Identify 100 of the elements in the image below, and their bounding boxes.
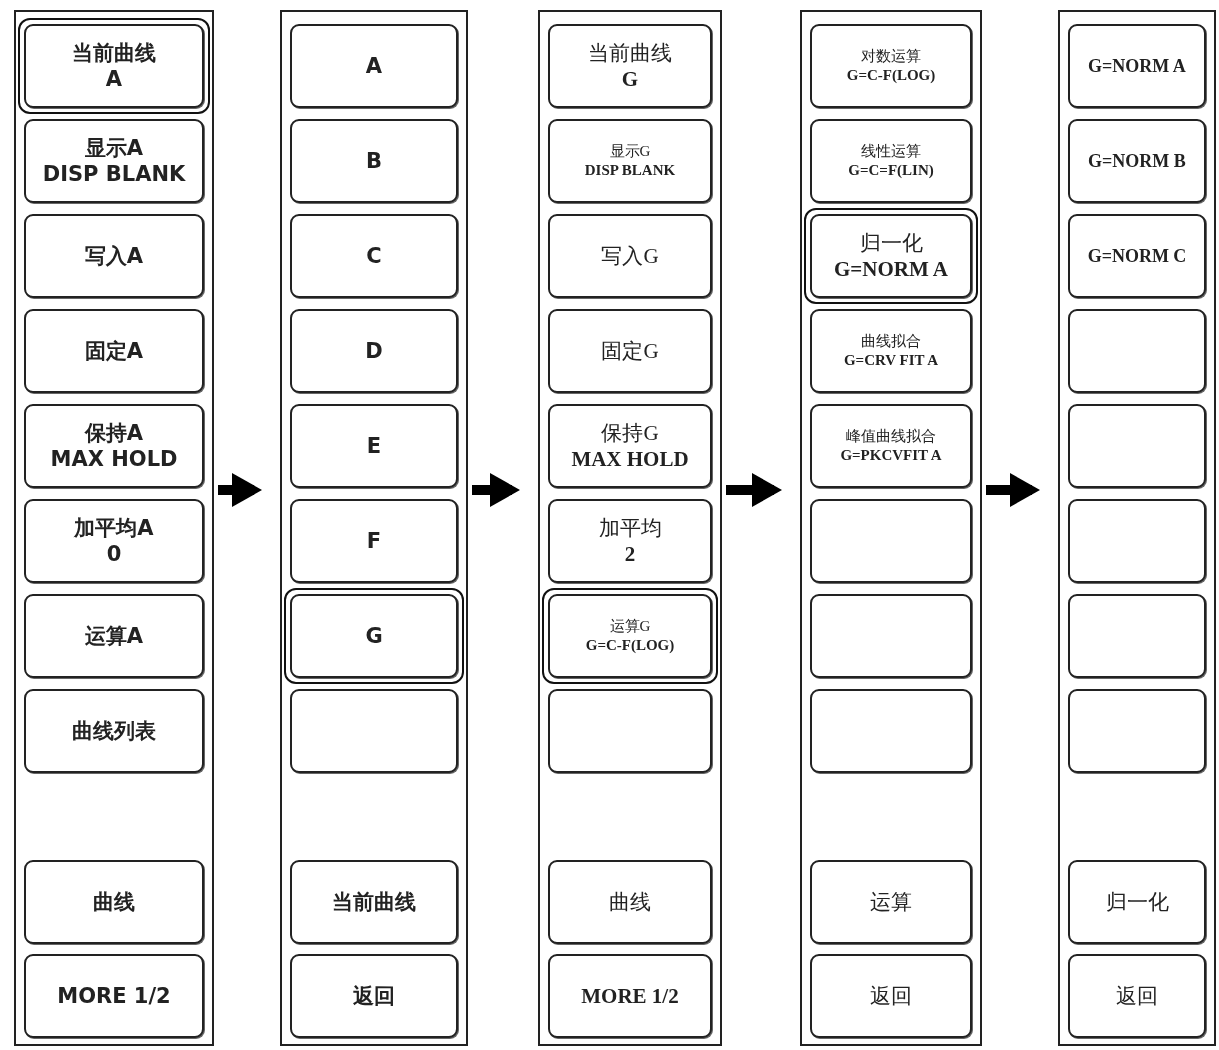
menu-key bbox=[810, 24, 972, 108]
menu-key bbox=[810, 860, 972, 944]
menu-key bbox=[24, 954, 204, 1038]
key-label: 2 bbox=[624, 542, 636, 567]
key-label: G=NORM A bbox=[1088, 55, 1186, 77]
selection-outline bbox=[18, 18, 210, 114]
menu-key bbox=[810, 309, 972, 393]
menu-key bbox=[1068, 24, 1206, 108]
menu-key bbox=[548, 954, 712, 1038]
arrow bbox=[218, 473, 262, 507]
menu-key bbox=[24, 689, 204, 773]
menu-key bbox=[810, 594, 972, 678]
key-label: 加平均A bbox=[74, 515, 154, 540]
key-label: G bbox=[621, 67, 639, 92]
menu-key bbox=[548, 860, 712, 944]
key-label: B bbox=[366, 148, 382, 174]
key-label: 运算 bbox=[870, 889, 912, 915]
key-label: DISP BLANK bbox=[42, 162, 186, 187]
key-label: 归一化 bbox=[859, 230, 923, 255]
menu-key bbox=[290, 499, 458, 583]
key-label: G=C=F(LIN) bbox=[848, 162, 934, 180]
key-label: 运算G bbox=[609, 617, 651, 635]
menu-key bbox=[290, 119, 458, 203]
menu-key bbox=[24, 214, 204, 298]
key-label: 返回 bbox=[870, 983, 912, 1009]
menu-key bbox=[810, 119, 972, 203]
menu-key bbox=[810, 214, 972, 298]
key-label: 返回 bbox=[1116, 983, 1158, 1009]
menu-key bbox=[290, 860, 458, 944]
menu-key bbox=[24, 119, 204, 203]
menu-key bbox=[1068, 594, 1206, 678]
key-label: MAX HOLD bbox=[50, 447, 178, 472]
key-label: G bbox=[365, 623, 383, 649]
key-label: 峰值曲线拟合 bbox=[846, 427, 936, 445]
menu-key bbox=[548, 309, 712, 393]
menu-key bbox=[1068, 499, 1206, 583]
menu-key bbox=[810, 689, 972, 773]
key-label: G=CRV FIT A bbox=[843, 352, 939, 370]
key-label: 固定G bbox=[601, 338, 659, 364]
arrow bbox=[986, 473, 1040, 507]
key-label: 显示A bbox=[84, 135, 144, 160]
key-label: G=C-F(LOG) bbox=[846, 67, 936, 85]
key-label: C bbox=[366, 243, 382, 269]
key-label: 保持A bbox=[84, 420, 144, 445]
menu-panel bbox=[14, 10, 214, 1046]
key-label: G=NORM A bbox=[833, 257, 948, 282]
key-label: DISP BLANK bbox=[584, 162, 676, 180]
key-label: A bbox=[365, 53, 383, 79]
selection-outline bbox=[284, 588, 464, 684]
key-label: 线性运算 bbox=[861, 142, 921, 160]
menu-key bbox=[548, 24, 712, 108]
key-label: 写入A bbox=[84, 243, 144, 269]
key-label: 0 bbox=[106, 542, 122, 567]
key-label: 曲线 bbox=[609, 889, 651, 915]
key-label: E bbox=[366, 433, 382, 459]
menu-panel bbox=[280, 10, 468, 1046]
menu-key bbox=[548, 689, 712, 773]
menu-key bbox=[810, 499, 972, 583]
key-label: 当前曲线 bbox=[588, 40, 672, 65]
key-label: 当前曲线 bbox=[332, 889, 416, 915]
key-label: A bbox=[105, 67, 123, 92]
key-label: MORE 1/2 bbox=[57, 983, 171, 1009]
arrow bbox=[726, 473, 782, 507]
menu-key bbox=[290, 954, 458, 1038]
menu-key bbox=[548, 214, 712, 298]
key-label: 曲线列表 bbox=[72, 718, 156, 744]
menu-panel bbox=[800, 10, 982, 1046]
menu-key bbox=[24, 309, 204, 393]
key-label: G=NORM B bbox=[1088, 150, 1186, 172]
menu-key bbox=[548, 594, 712, 678]
selection-outline bbox=[542, 588, 718, 684]
key-label: 曲线 bbox=[93, 889, 135, 915]
key-label: MORE 1/2 bbox=[581, 983, 679, 1009]
key-label: F bbox=[366, 528, 382, 554]
menu-key bbox=[290, 214, 458, 298]
arrow bbox=[472, 473, 520, 507]
menu-key bbox=[290, 24, 458, 108]
key-label: 固定A bbox=[84, 338, 144, 364]
menu-key bbox=[24, 404, 204, 488]
menu-key bbox=[548, 499, 712, 583]
menu-panel bbox=[1058, 10, 1216, 1046]
menu-key bbox=[24, 594, 204, 678]
key-label: MAX HOLD bbox=[571, 447, 689, 472]
menu-key bbox=[24, 860, 204, 944]
menu-key bbox=[1068, 689, 1206, 773]
key-label: 加平均 bbox=[598, 515, 662, 540]
key-label: 当前曲线 bbox=[72, 40, 156, 65]
menu-key bbox=[24, 499, 204, 583]
key-label: 保持G bbox=[601, 420, 659, 445]
menu-key bbox=[1068, 214, 1206, 298]
key-label: 返回 bbox=[353, 983, 395, 1009]
key-label: 曲线拟合 bbox=[861, 332, 921, 350]
menu-key bbox=[1068, 404, 1206, 488]
menu-key bbox=[810, 404, 972, 488]
key-label: 归一化 bbox=[1105, 889, 1169, 915]
key-label: 显示G bbox=[609, 142, 651, 160]
key-label: 对数运算 bbox=[861, 47, 921, 65]
menu-key bbox=[24, 24, 204, 108]
key-label: D bbox=[365, 338, 383, 364]
key-label: G=C-F(LOG) bbox=[585, 637, 675, 655]
